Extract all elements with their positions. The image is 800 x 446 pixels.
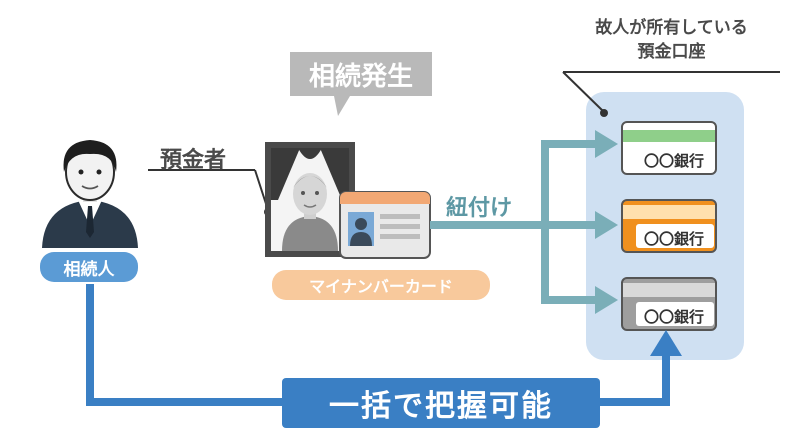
bank-card-2-label: 〇〇銀行	[644, 230, 705, 248]
heir-person-icon	[42, 140, 138, 248]
bank-card-2-icon	[621, 199, 717, 253]
heir-label: 相続人	[40, 252, 138, 282]
accounts-caption: 故人が所有している 預金口座	[563, 16, 780, 64]
my-number-card-icon	[339, 191, 431, 259]
depositor-label: 預金者	[160, 148, 227, 173]
bank-card-3-label: 〇〇銀行	[644, 308, 705, 326]
bank-card-2-stripe	[623, 205, 715, 219]
bank-card-3-icon	[621, 277, 717, 331]
grasp-all-label: 一括で把握可能	[282, 378, 600, 428]
accounts-leader-dot	[600, 109, 608, 117]
accounts-leader-line	[562, 71, 605, 113]
event-bubble	[290, 52, 432, 116]
link-label: 紐付け	[446, 196, 513, 221]
grasp-arrow	[86, 284, 682, 406]
event-label: 相続発生	[308, 61, 413, 92]
bank-card-1-icon	[621, 121, 717, 175]
my-number-card-label: マイナンバーカード	[272, 270, 490, 300]
accounts-caption-line1: 故人が所有している	[595, 18, 748, 38]
bank-card-1-label: 〇〇銀行	[644, 152, 705, 170]
link-arrows	[430, 130, 618, 314]
bank-card-1-stripe	[623, 130, 715, 142]
accounts-caption-line2: 預金口座	[637, 42, 706, 62]
bank-card-3-stripe	[623, 283, 715, 297]
